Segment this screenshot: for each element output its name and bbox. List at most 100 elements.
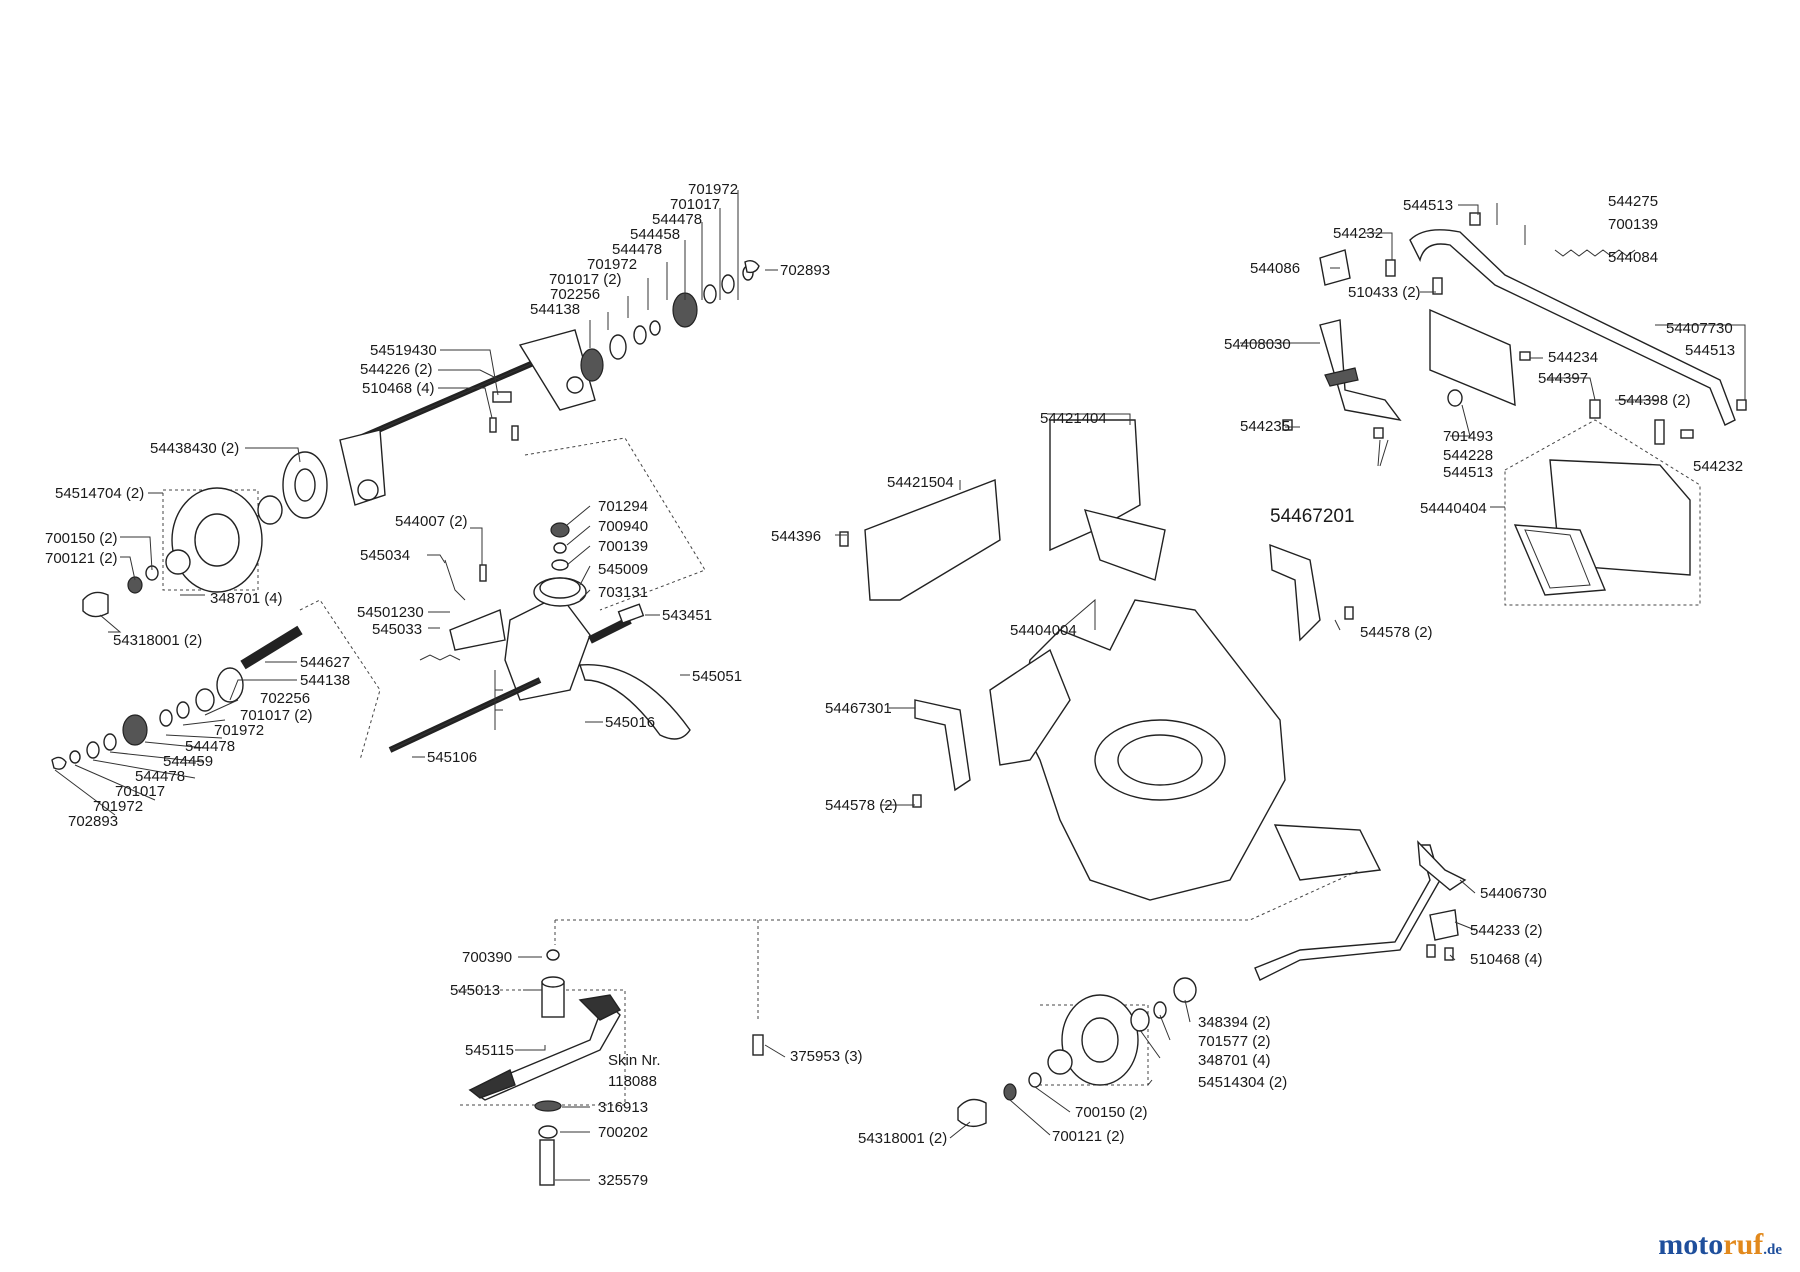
rear-axle-assembly <box>282 259 760 519</box>
part-label-544232-right: 544232 <box>1693 458 1744 475</box>
part-label-544478: 544478 <box>652 211 703 228</box>
part-label-54501230: 54501230 <box>357 604 424 621</box>
part-label-701017: 701017 <box>670 196 721 213</box>
part-label-544233-2: 544233 (2) <box>1470 922 1543 939</box>
part-label-702893: 702893 <box>780 262 831 279</box>
part-label-544459: 544459 <box>163 753 214 770</box>
part-label-545115: 545115 <box>465 1042 514 1059</box>
part-label-544478-mid2: 544478 <box>135 768 186 785</box>
part-label-545051: 545051 <box>692 668 743 685</box>
part-label-54406730: 54406730 <box>1480 885 1547 902</box>
part-label-545034: 545034 <box>360 547 411 564</box>
part-label-700390: 700390 <box>462 949 513 966</box>
part-label-54407730: 54407730 <box>1666 320 1733 337</box>
part-label-700121-2: 700121 (2) <box>45 550 118 567</box>
part-label-54318001-2-right: 54318001 (2) <box>858 1130 948 1147</box>
part-label-544138: 544138 <box>530 301 581 318</box>
part-label-544275: 544275 <box>1608 193 1659 210</box>
part-label-skin-number: 118088 <box>608 1073 657 1090</box>
blade-bolt <box>539 1139 555 1186</box>
part-label-701017-mid: 701017 <box>115 783 166 800</box>
part-label-701972: 701972 <box>688 181 739 198</box>
deck-assembly <box>554 419 1382 1020</box>
part-label-701577-2: 701577 (2) <box>1198 1033 1271 1050</box>
part-label-544578-2-left: 544578 (2) <box>825 797 898 814</box>
part-label-700150-2: 700150 (2) <box>45 530 118 547</box>
part-label-545106: 545106 <box>427 749 478 766</box>
part-label-702893-bottom: 702893 <box>68 813 119 830</box>
hubcap-right <box>957 1098 987 1128</box>
part-label-375953-3: 375953 (3) <box>790 1048 863 1065</box>
part-label-544138-mid: 544138 <box>300 672 351 689</box>
gearbox-housing <box>504 594 591 701</box>
part-label-545013: 545013 <box>450 982 501 999</box>
part-label-510468-4-bottom: 510468 (4) <box>1470 951 1543 968</box>
part-label-54514304-2: 54514304 (2) <box>1198 1074 1288 1091</box>
part-label-54440404: 54440404 <box>1420 500 1487 517</box>
part-label-544084: 544084 <box>1608 249 1659 266</box>
part-label-544228: 544228 <box>1443 447 1494 464</box>
part-label-701972-mid2: 701972 <box>93 798 144 815</box>
side-discharge-chute <box>864 479 1001 601</box>
part-label-700940: 700940 <box>598 518 649 535</box>
part-label-545009: 545009 <box>598 561 649 578</box>
part-label-54408030: 54408030 <box>1224 336 1291 353</box>
handle-assembly <box>1282 212 1747 606</box>
part-label-54514704-2: 54514704 (2) <box>55 485 145 502</box>
part-label-545033: 545033 <box>372 621 423 638</box>
part-label-700202: 700202 <box>598 1124 649 1141</box>
part-label-544458: 544458 <box>630 226 681 243</box>
hubcap-left <box>82 591 109 618</box>
part-label-54467201: 54467201 <box>1270 506 1355 527</box>
part-label-54421404: 54421404 <box>1040 410 1107 427</box>
part-label-510468-4: 510468 (4) <box>362 380 435 397</box>
watermark-logo: motoruf.de <box>1658 1228 1782 1261</box>
left-wheel-assembly <box>82 487 283 618</box>
part-label-54467301: 54467301 <box>825 700 892 717</box>
part-label-701972-mid: 701972 <box>214 722 265 739</box>
part-label-544478-b: 544478 <box>612 241 663 258</box>
height-lever <box>1319 319 1402 422</box>
part-label-544086: 544086 <box>1250 260 1301 277</box>
part-label-54421504: 54421504 <box>887 474 954 491</box>
part-label-54438430-2: 54438430 (2) <box>150 440 240 457</box>
grass-box-handle <box>1513 524 1607 596</box>
part-label-544226-2: 544226 (2) <box>360 361 433 378</box>
mounting-plate <box>449 609 506 651</box>
part-label-544234: 544234 <box>1548 349 1599 366</box>
part-label-54519430: 54519430 <box>370 342 437 359</box>
part-label-544398-2: 544398 (2) <box>1618 392 1691 409</box>
leader-lines <box>54 190 1746 1181</box>
part-label-700139: 700139 <box>598 538 649 555</box>
part-label-700150-2-right: 700150 (2) <box>1075 1104 1148 1121</box>
gearbox-assembly <box>51 437 706 770</box>
part-label-701493: 701493 <box>1443 428 1494 445</box>
part-label-544513-top: 544513 <box>1403 197 1454 214</box>
wheel-bracket-left <box>914 699 971 792</box>
part-label-544578-2-right: 544578 (2) <box>1360 624 1433 641</box>
part-label-701972-b: 701972 <box>587 256 638 273</box>
part-label-348701-4: 348701 (4) <box>210 590 283 607</box>
part-label-544396: 544396 <box>771 528 822 545</box>
part-label-325579: 325579 <box>598 1172 649 1189</box>
part-label-703131: 703131 <box>598 584 649 601</box>
part-label-544513-right: 544513 <box>1685 342 1736 359</box>
height-adjuster <box>1429 909 1459 941</box>
part-label-702256-mid: 702256 <box>260 690 311 707</box>
part-label-348394-2: 348394 (2) <box>1198 1014 1271 1031</box>
part-label-543451: 543451 <box>662 607 713 624</box>
part-label-701294: 701294 <box>598 498 649 515</box>
handle-bar <box>1409 229 1736 426</box>
part-label-316913: 316913 <box>598 1099 649 1116</box>
part-label-348701-4-right: 348701 (4) <box>1198 1052 1271 1069</box>
part-label-544235: 544235 <box>1240 418 1291 435</box>
part-label-701017-2: 701017 (2) <box>549 271 622 288</box>
part-label-544513-bottom: 544513 <box>1443 464 1494 481</box>
part-label-54404004: 54404004 <box>1010 622 1077 639</box>
drive-belt <box>579 663 691 740</box>
part-label-544007-2: 544007 (2) <box>395 513 468 530</box>
part-label-544478-mid: 544478 <box>185 738 236 755</box>
part-label-700121-2-right: 700121 (2) <box>1052 1128 1125 1145</box>
